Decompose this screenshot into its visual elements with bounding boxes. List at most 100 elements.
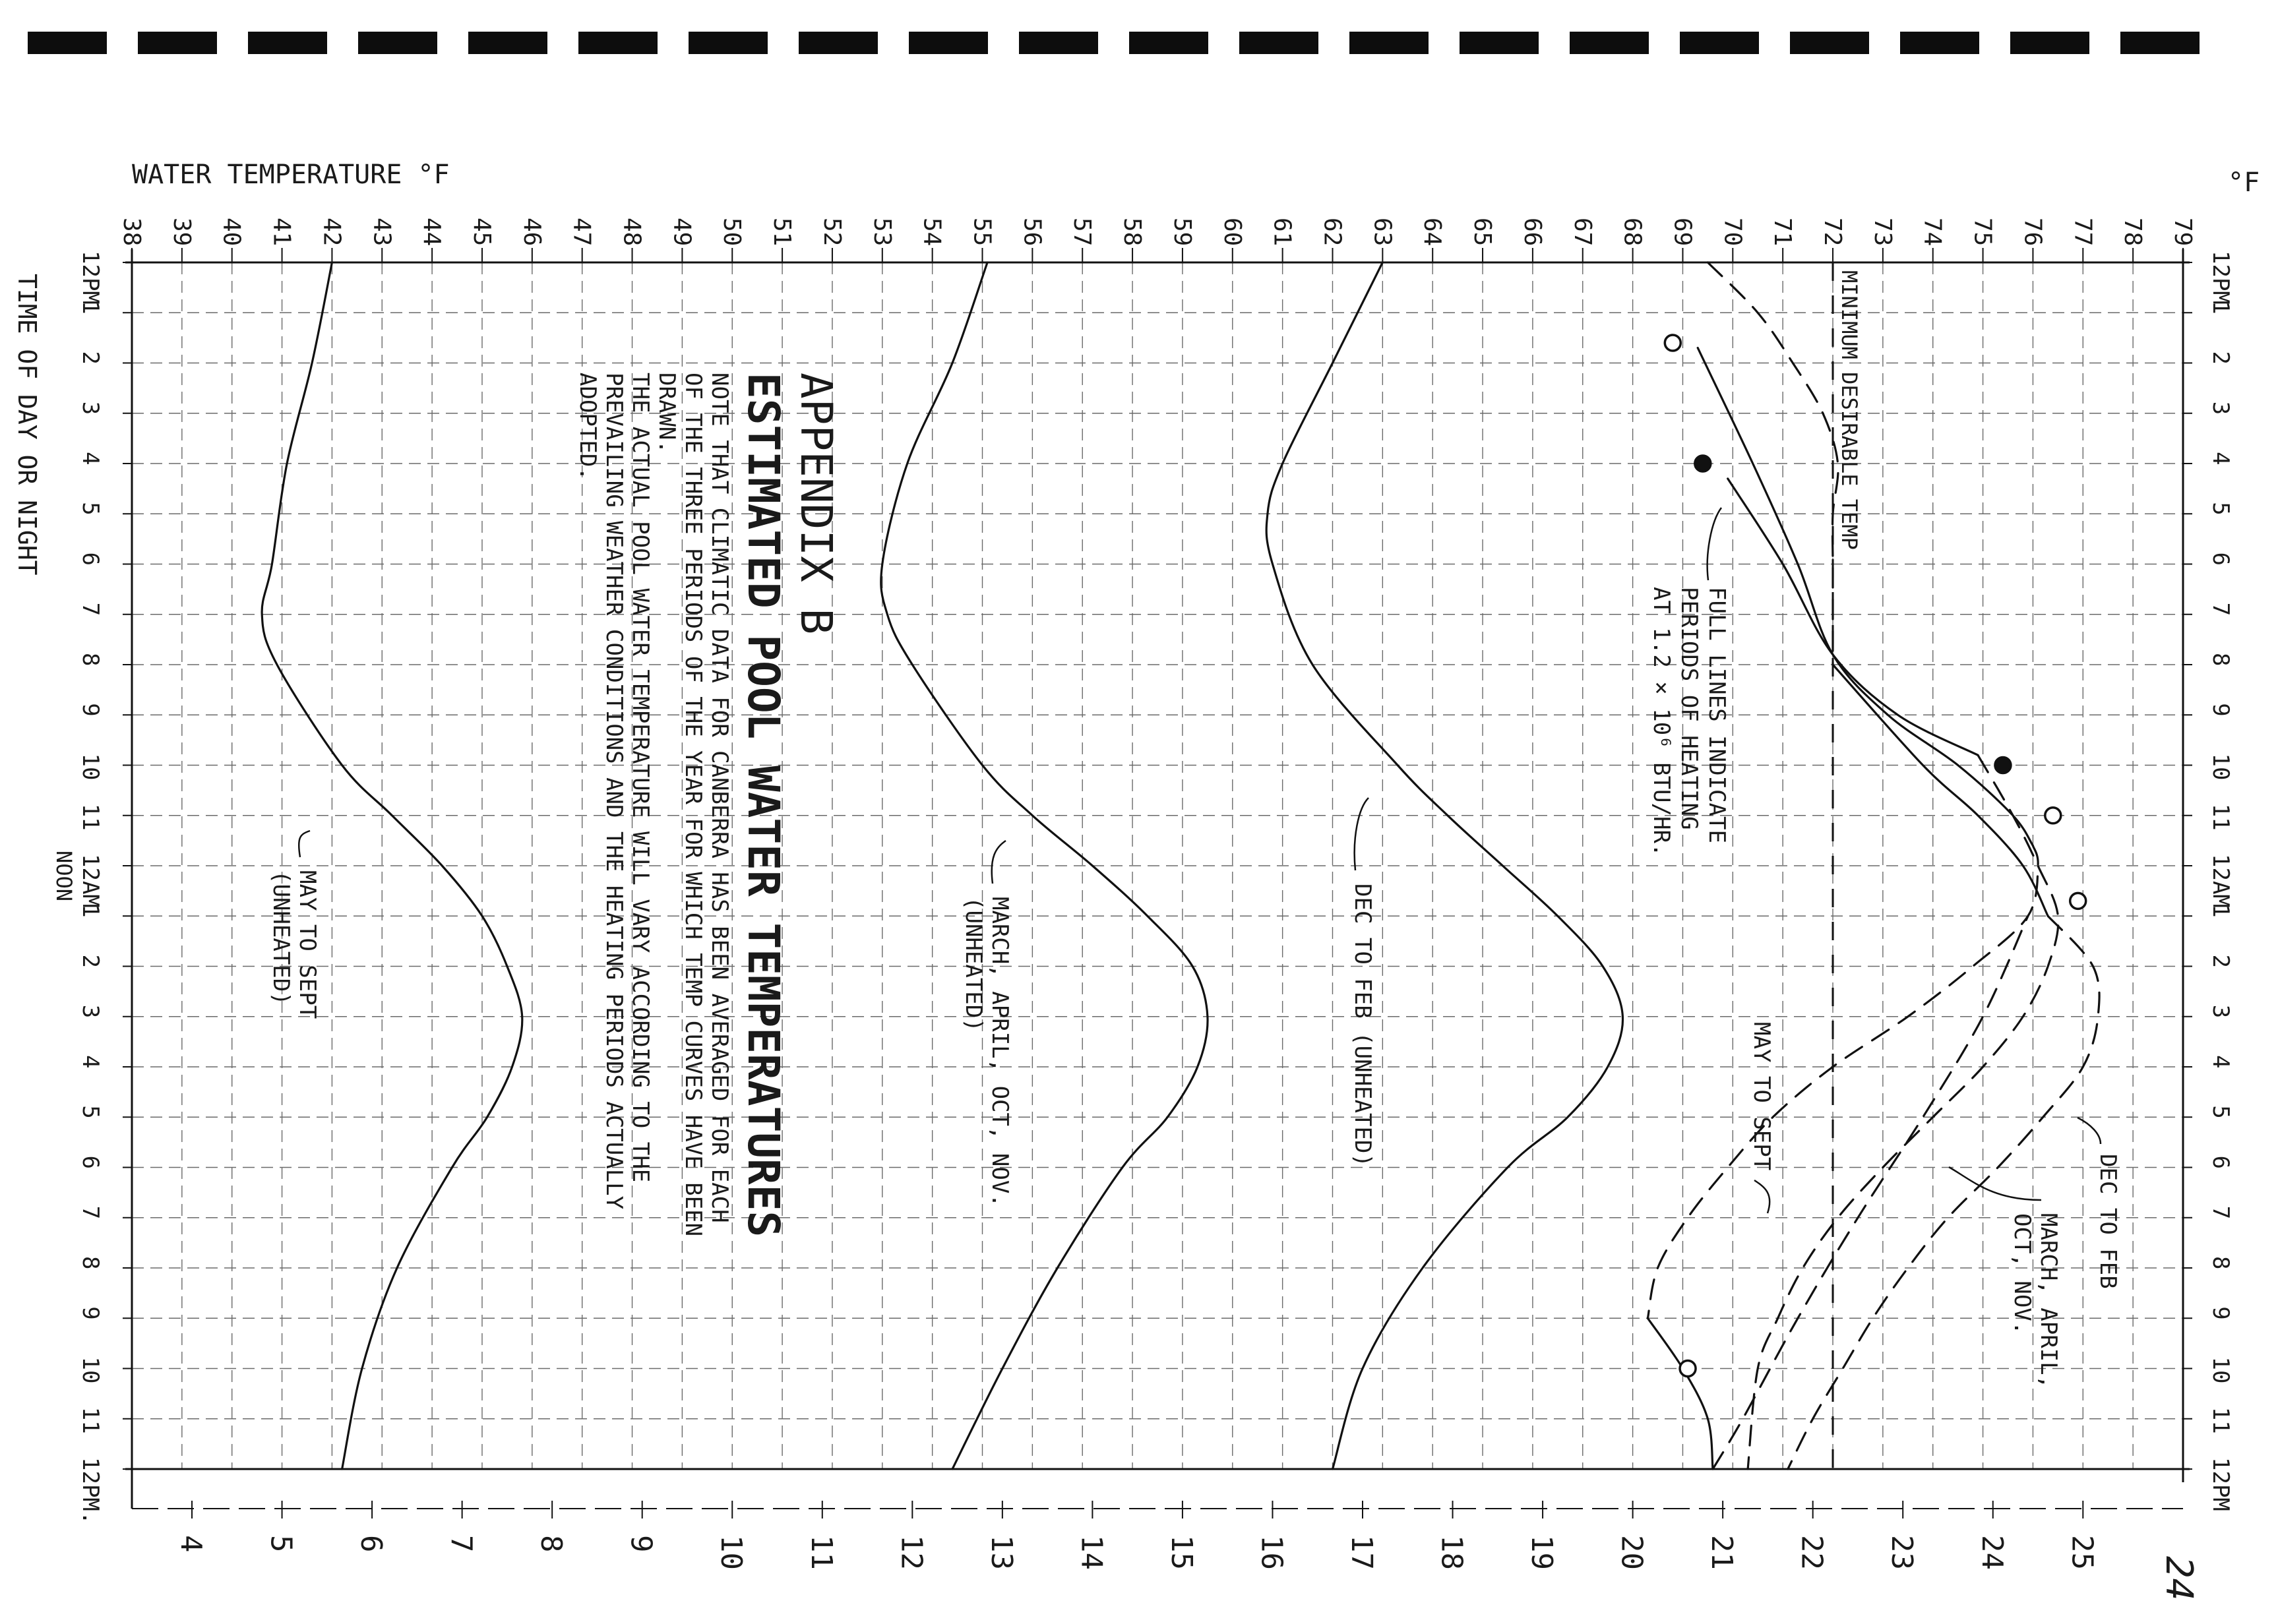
time-tick-label-left: 3: [77, 1005, 104, 1018]
fahrenheit-tick-label: 47: [569, 218, 596, 246]
time-tick-label-right: 2: [2207, 351, 2234, 365]
filled-marker: [1694, 454, 1712, 473]
curve-label-march_heated: MARCH, APRIL,: [2035, 1213, 2062, 1389]
open-marker: [1663, 334, 1682, 352]
label-leader-line: [991, 839, 1006, 884]
celsius-tick-label: 19: [1525, 1535, 1558, 1570]
series-line-7: [1727, 477, 1979, 756]
celsius-tick-label: 5: [264, 1535, 298, 1553]
curve-labels: MAY TO SEPT(UNHEATED)MARCH, APRIL, OCT, …: [268, 797, 2121, 1389]
time-tick-label-right: 11: [2207, 1407, 2234, 1434]
fahrenheit-tick-label: 54: [919, 218, 946, 246]
label-leader-line: [1948, 1166, 2042, 1201]
min-desirable-temp-label: MINIMUM DESIRABLE TEMP: [1837, 270, 1862, 550]
fahrenheit-tick-label: 65: [1469, 218, 1496, 246]
celsius-tick-label: 22: [1795, 1535, 1829, 1570]
binder-hole: [138, 32, 217, 54]
celsius-tick-label: 10: [714, 1535, 748, 1570]
noon-label: NOON: [51, 851, 77, 901]
time-tick-label-left: 5: [77, 1105, 104, 1118]
binder-hole: [1349, 32, 1429, 54]
fahrenheit-tick-label: 51: [768, 218, 795, 246]
time-tick-label-right: 8: [2207, 1256, 2234, 1269]
time-tick-label-left: 6: [77, 553, 104, 566]
binder-hole: [1790, 32, 1869, 54]
fahrenheit-tick-label: 70: [1719, 218, 1746, 246]
fahrenheit-tick-label: 75: [1969, 218, 1996, 246]
binder-hole: [2010, 32, 2089, 54]
time-tick-label-right: 3: [2207, 402, 2234, 415]
series-line-5: [1646, 1317, 1714, 1470]
time-tick-label-right: 5: [2207, 502, 2234, 515]
time-tick-label-right: 1: [2207, 904, 2234, 917]
time-tick-label-right: 7: [2207, 1206, 2234, 1219]
time-tick-label-right: 9: [2207, 703, 2234, 716]
page-number: 24: [2157, 1556, 2200, 1600]
time-tick-label-right: 9: [2207, 1306, 2234, 1319]
time-tick-label-right: 1: [2207, 301, 2234, 314]
time-tick-label-left: 11: [77, 804, 104, 831]
time-tick-label-right: 8: [2207, 653, 2234, 666]
fahrenheit-tick-label: 74: [1919, 218, 1946, 246]
fahrenheit-tick-label: 78: [2119, 218, 2146, 246]
time-tick-label-left: 1: [77, 301, 104, 314]
celsius-tick-label: 11: [805, 1535, 838, 1570]
fahrenheit-tick-label: 57: [1068, 218, 1095, 246]
note-leader-line: [1706, 507, 1723, 581]
filled-marker: [1994, 756, 2012, 775]
celsius-tick-label: 14: [1074, 1535, 1108, 1570]
label-leader-line: [1754, 1179, 1771, 1214]
curve-label-march_unheated: (UNHEATED): [960, 897, 987, 1032]
note-line: OF THE THREE PERIODS OF THE YEAR FOR WHI…: [680, 373, 706, 1236]
time-tick-label-left: 12PM.: [77, 1457, 104, 1524]
binder-hole: [358, 32, 437, 54]
open-marker: [2044, 806, 2062, 825]
celsius-tick-label: 8: [534, 1535, 568, 1553]
celsius-tick-label: 7: [445, 1535, 478, 1553]
note-line: THE ACTUAL POOL WATER TEMPERATURE WILL V…: [627, 373, 654, 1182]
time-tick-label-right: 4: [2207, 452, 2234, 465]
x-axis-title: TIME OF DAY OR NIGHT: [13, 274, 42, 576]
fahrenheit-tick-label: 52: [818, 218, 846, 246]
open-marker: [1678, 1359, 1697, 1378]
binder-hole: [689, 32, 768, 54]
curve-label-march_unheated: MARCH, APRIL, OCT, NOV.: [987, 897, 1013, 1207]
fahrenheit-tick-label: 40: [218, 218, 245, 246]
celsius-tick-label: 25: [2065, 1535, 2099, 1570]
fahrenheit-tick-label: 49: [668, 218, 695, 246]
y2-axis-title: °F: [2228, 167, 2260, 198]
time-tick-label-right: 12PM: [2207, 251, 2234, 305]
label-leader-line: [297, 829, 311, 858]
series-lines: [261, 261, 2101, 1470]
binder-hole: [1239, 32, 1318, 54]
time-tick-label-left: 8: [77, 1256, 104, 1269]
fahrenheit-tick-label: 46: [518, 218, 545, 246]
fahrenheit-tick-label: 71: [1769, 218, 1796, 246]
celsius-tick-label: 24: [1975, 1535, 2009, 1570]
note-line: NOTE THAT CLIMATIC DATA FOR CANBERRA HAS…: [706, 373, 733, 1223]
celsius-tick-label: 9: [625, 1535, 658, 1553]
series-line-2: [1265, 261, 1624, 1470]
time-tick-label-right: 11: [2207, 804, 2234, 831]
open-marker: [2068, 891, 2087, 911]
time-tick-label-right: 10: [2207, 1357, 2234, 1384]
full-lines-note-line: FULL LINES INDICATE: [1704, 587, 1730, 843]
fahrenheit-tick-label: 60: [1219, 218, 1246, 246]
time-tick-label-left: 8: [77, 653, 104, 666]
celsius-tick-label: 13: [985, 1535, 1018, 1570]
series-line-10: [1832, 663, 2049, 917]
binder-hole: [28, 32, 107, 54]
fahrenheit-tick-label: 55: [969, 218, 996, 246]
fahrenheit-tick-label: 50: [718, 218, 745, 246]
chart-frame: [125, 249, 2190, 1509]
series-line-0: [261, 261, 524, 1470]
celsius-tick-label: 4: [174, 1535, 208, 1553]
fahrenheit-tick-label: 56: [1018, 218, 1045, 246]
fahrenheit-tick-label: 77: [2069, 218, 2096, 246]
time-tick-label-right: 10: [2207, 754, 2234, 781]
time-tick-label-left: 1: [77, 904, 104, 917]
time-tick-label-right: 12AM: [2207, 854, 2234, 908]
celsius-tick-label: 12: [894, 1535, 928, 1570]
